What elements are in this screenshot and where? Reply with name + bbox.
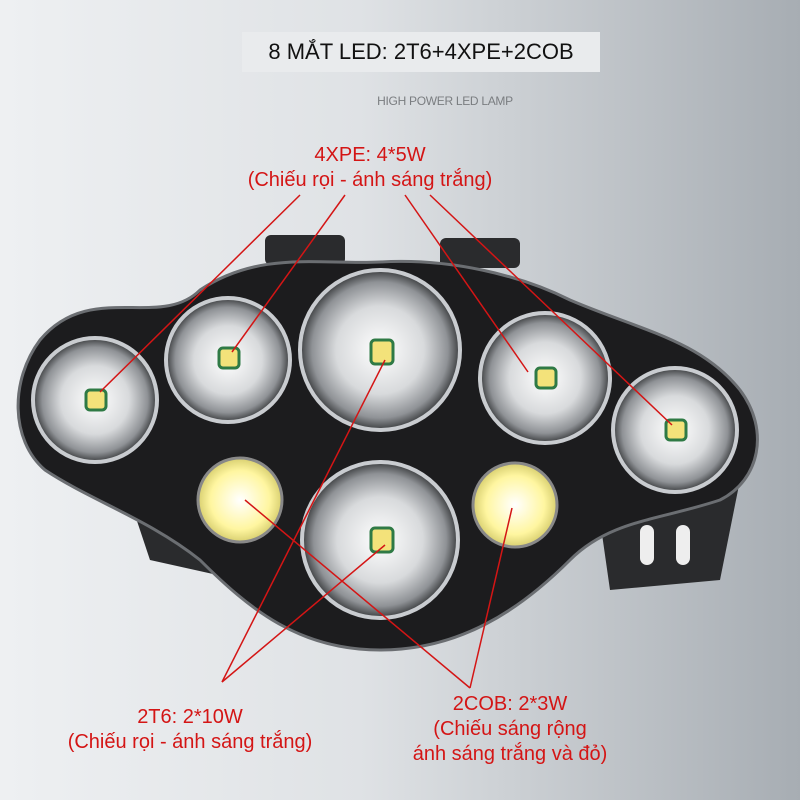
xpe-label: 4XPE: 4*5W (Chiếu rọi - ánh sáng trắng) xyxy=(200,143,540,193)
cob-led-2 xyxy=(471,461,559,549)
cob-led-1 xyxy=(196,456,284,544)
led-chips xyxy=(84,338,688,554)
cob-desc-2: ánh sáng trắng và đỏ) xyxy=(412,743,608,765)
cob-label: 2COB: 2*3W (Chiếu sáng rộng ánh sáng trắ… xyxy=(360,692,660,767)
annotation-lines xyxy=(99,194,673,689)
xpe-title: 4XPE: 4*5W xyxy=(314,144,426,166)
page-title: 8 MẮT LED: 2T6+4XPE+2COB xyxy=(242,32,600,72)
xpe-desc: (Chiếu rọi - ánh sáng trắng) xyxy=(247,169,493,191)
t6-title: 2T6: 2*10W xyxy=(137,706,243,728)
t6-desc: (Chiếu rọi - ánh sáng trắng) xyxy=(67,731,313,753)
cob-desc-1: (Chiếu sáng rộng xyxy=(433,718,587,740)
cob-title: 2COB: 2*3W xyxy=(452,693,568,715)
t6-label: 2T6: 2*10W (Chiếu rọi - ánh sáng trắng) xyxy=(20,705,360,755)
subtitle: HIGH POWER LED LAMP xyxy=(377,94,513,108)
